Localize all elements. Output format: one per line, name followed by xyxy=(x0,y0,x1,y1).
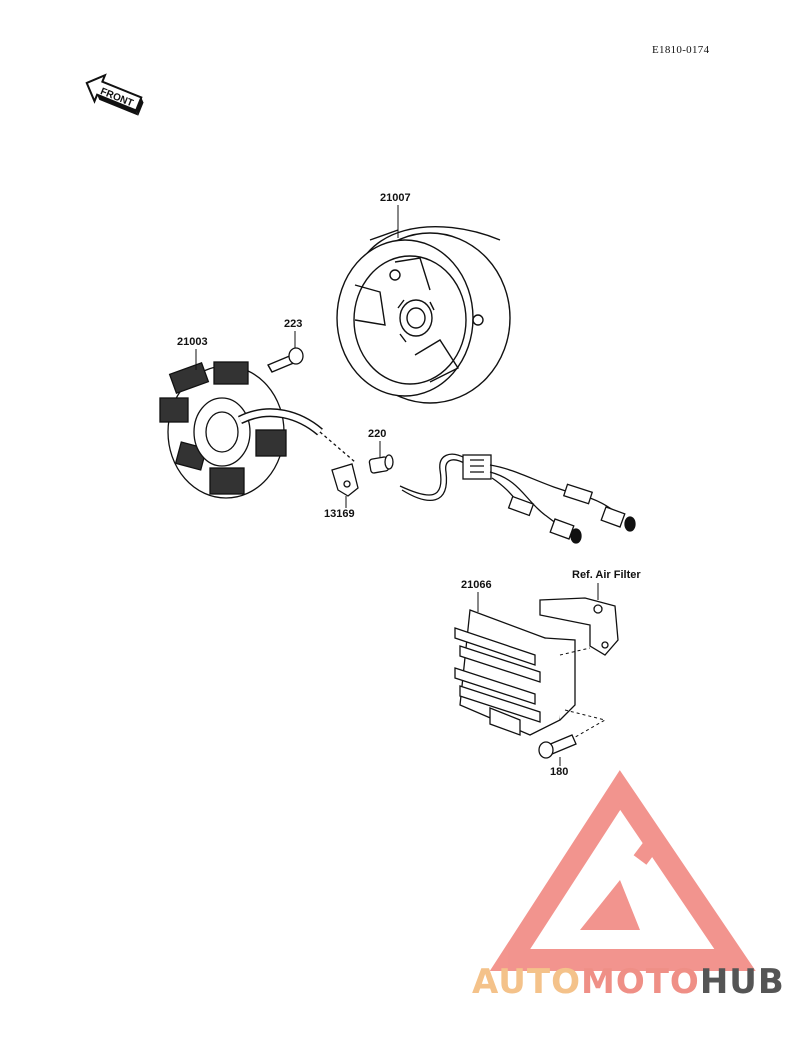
flywheel xyxy=(336,226,511,404)
watermark-logo-icon xyxy=(489,770,756,971)
label-21066: 21066 xyxy=(461,579,492,591)
stator xyxy=(159,361,323,499)
bolt-180 xyxy=(538,734,577,759)
front-arrow-icon: FRONT xyxy=(85,73,144,116)
label-220: 220 xyxy=(368,428,387,440)
watermark-brand: AUTOMOTOHUB xyxy=(472,962,785,1002)
diagram-code: E1810-0174 xyxy=(652,44,710,56)
leader-lines xyxy=(195,205,599,766)
watermark-word-auto: AUTO xyxy=(472,962,581,1002)
watermark-word-hub: HUB xyxy=(699,962,785,1002)
air-filter-bracket xyxy=(539,597,619,656)
label-13169: 13169 xyxy=(324,508,355,520)
label-180: 180 xyxy=(550,766,569,778)
clamp xyxy=(331,463,359,497)
label-21007: 21007 xyxy=(380,192,411,204)
label-223: 223 xyxy=(284,318,303,330)
label-21003: 21003 xyxy=(177,336,208,348)
watermark-word-moto: MOTO xyxy=(580,962,700,1002)
grommet-220 xyxy=(368,454,394,474)
regulator xyxy=(454,609,576,736)
wire-harness xyxy=(319,431,636,544)
label-ref-air-filter: Ref. Air Filter xyxy=(572,569,641,581)
bolt-223 xyxy=(267,347,304,373)
